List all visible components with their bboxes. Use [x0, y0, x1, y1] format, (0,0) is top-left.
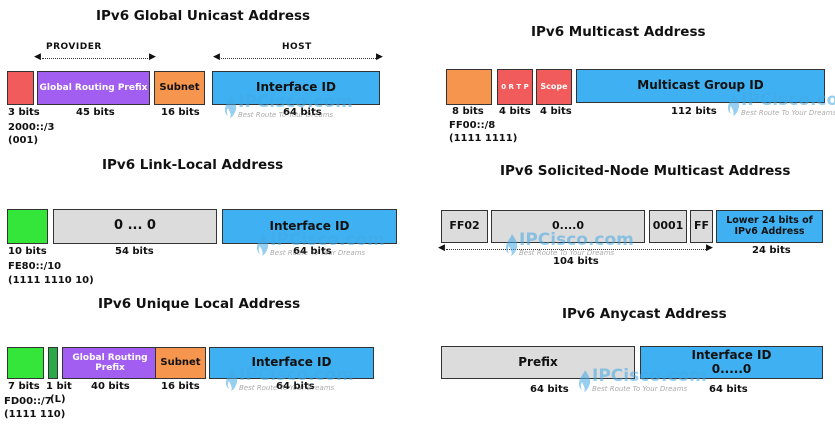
ac-prefix-field: Prefix [441, 346, 635, 379]
arrow-left-icon: ◀ [34, 52, 41, 62]
ula-prefix-bits: 7 bits [8, 381, 40, 392]
sn-lower-24-bits-field: Lower 24 bits of IPv6 Address [716, 210, 823, 243]
flame-icon [256, 234, 269, 256]
ula-l-note: (L) [50, 394, 66, 405]
ac-interface-id-field: Interface ID 0.....0 [640, 346, 823, 379]
ll-interface-id-field: Interface ID [222, 209, 397, 244]
link-local-title: IPv6 Link-Local Address [102, 157, 284, 173]
ula-subnet-bits: 16 bits [161, 381, 200, 392]
gua-prefix-notation: 2000::/3 [8, 122, 55, 133]
mc-scope-field: Scope [536, 69, 572, 105]
arrow-right-icon: ▶ [376, 52, 383, 62]
gua-subnet-field: Subnet [154, 71, 205, 105]
gua-routing-prefix-field: Global Routing Prefix [37, 71, 150, 105]
ula-interface-id-field: Interface ID [209, 347, 374, 379]
ula-routing-prefix-field: Global Routing Prefix [62, 347, 158, 379]
ll-zeros-bits: 54 bits [115, 246, 154, 257]
mc-flags-field: 0 R T P [497, 69, 533, 105]
unique-local-title: IPv6 Unique Local Address [98, 296, 301, 312]
flame-icon [727, 94, 740, 116]
ula-prefix-notation: FD00::/7 [4, 396, 52, 407]
ac-interface-id-bits: 64 bits [709, 384, 748, 395]
ula-l-bit-bits: 1 bit [46, 381, 72, 392]
gua-prefix-field [7, 71, 34, 105]
mc-prefix-binary: (1111 1111) [449, 133, 518, 144]
provider-label: PROVIDER [46, 42, 102, 52]
provider-span-line [42, 58, 150, 59]
gua-interface-id-bits: 64 bits [283, 107, 322, 118]
gua-routing-prefix-bits: 45 bits [76, 107, 115, 118]
ula-prefix-field [7, 347, 44, 379]
mc-prefix-bits: 8 bits [452, 106, 484, 117]
flame-icon [578, 370, 591, 392]
flame-icon [505, 234, 518, 256]
ula-subnet-field: Subnet [155, 347, 206, 379]
gua-prefix-binary: (001) [8, 135, 39, 146]
host-span-line [221, 58, 378, 59]
arrow-right-icon: ▶ [149, 52, 156, 62]
multicast-title: IPv6 Multicast Address [531, 24, 706, 40]
ula-routing-prefix-bits: 40 bits [91, 381, 130, 392]
arrow-left-icon: ◀ [213, 52, 220, 62]
mc-prefix-notation: FF00::/8 [449, 120, 496, 131]
ac-prefix-bits: 64 bits [530, 384, 569, 395]
mc-group-id-bits: 112 bits [671, 106, 717, 117]
solicited-node-title: IPv6 Solicited-Node Multicast Address [500, 163, 791, 179]
gua-subnet-bits: 16 bits [161, 107, 200, 118]
mc-scope-bits: 4 bits [540, 106, 572, 117]
ll-prefix-field [7, 209, 48, 244]
flame-icon [225, 369, 238, 391]
arrow-left-icon: ◀ [438, 243, 445, 253]
ula-l-bit-field [48, 347, 58, 379]
gua-interface-id-field: Interface ID [212, 71, 380, 105]
global-unicast-title: IPv6 Global Unicast Address [96, 8, 311, 24]
ll-prefix-bits: 10 bits [8, 246, 47, 257]
host-label: HOST [282, 42, 312, 52]
ll-zeros-field: 0 ... 0 [53, 209, 217, 244]
ula-prefix-binary: (1111 110) [4, 409, 66, 420]
mc-group-id-field: Multicast Group ID [576, 69, 825, 103]
ll-prefix-notation: FE80::/10 [8, 261, 62, 272]
sn-24-bits: 24 bits [752, 245, 791, 256]
sn-104-bits: 104 bits [553, 256, 599, 267]
flame-icon [224, 96, 237, 118]
mc-flags-bits: 4 bits [499, 106, 531, 117]
anycast-title: IPv6 Anycast Address [562, 306, 727, 322]
gua-prefix-bits: 3 bits [8, 107, 40, 118]
sn-104-span-line [446, 249, 708, 250]
ac-interface-id-label: Interface ID [691, 347, 772, 362]
ll-prefix-binary: (1111 1110 10) [8, 275, 94, 286]
sn-ff02-field: FF02 [441, 210, 488, 243]
ac-interface-id-zeros: 0.....0 [711, 361, 752, 376]
ula-interface-id-bits: 64 bits [276, 381, 315, 392]
arrow-right-icon: ▶ [706, 243, 713, 253]
sn-ff-field: FF [690, 210, 713, 243]
mc-prefix-field [446, 69, 492, 105]
sn-zeros-field: 0....0 [491, 210, 645, 243]
ll-interface-id-bits: 64 bits [293, 246, 332, 257]
sn-0001-field: 0001 [649, 210, 687, 243]
